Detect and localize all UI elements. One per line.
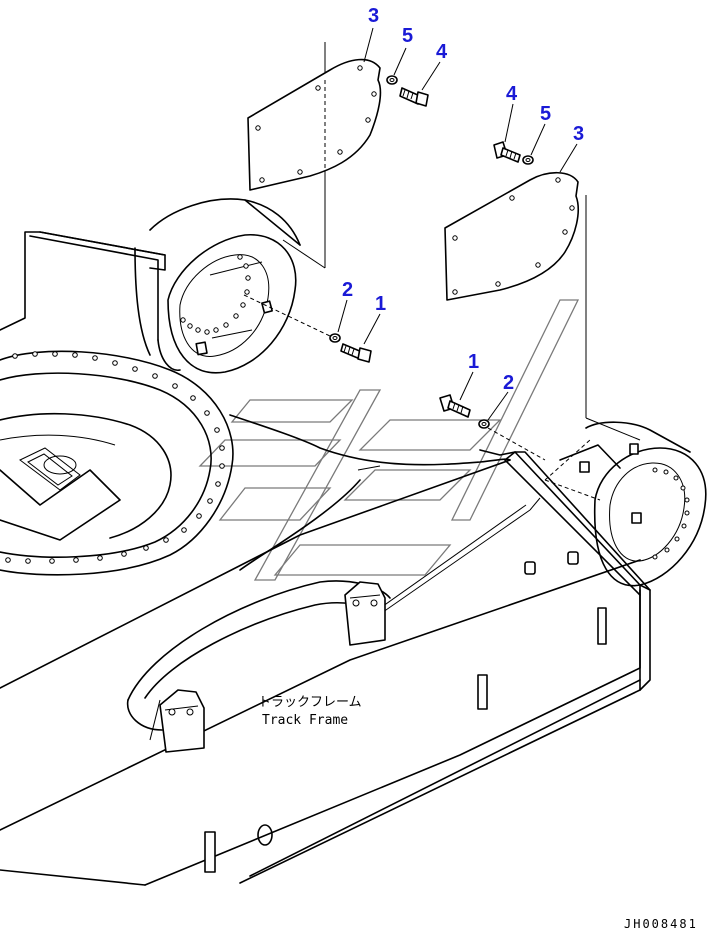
washer-left xyxy=(329,333,341,343)
caption-english: Track Frame xyxy=(262,713,348,728)
callout-washer-top: 5 xyxy=(402,25,413,47)
callout-bolt-top: 4 xyxy=(436,41,448,63)
callout-washer-center: 2 xyxy=(503,372,514,394)
track-frame xyxy=(0,42,707,886)
cover-plate-right xyxy=(444,171,580,301)
callout-bolt-right: 4 xyxy=(506,83,518,105)
cover-plate-top xyxy=(247,58,382,191)
washer-center xyxy=(478,419,490,429)
callout-cover-right: 3 xyxy=(573,123,584,145)
left-tube-hole-ring xyxy=(180,254,251,335)
swing-circle-hole-ring xyxy=(5,351,225,564)
watermark-logo xyxy=(198,299,580,581)
callout-bolt-left: 1 xyxy=(375,293,386,315)
leader-lines xyxy=(337,27,578,421)
bolt-top xyxy=(399,87,429,107)
caption-japanese: トラックフレーム xyxy=(258,695,362,710)
document-id: JH008481 xyxy=(624,917,698,931)
bolt-center xyxy=(439,394,471,418)
mounting-block-lower xyxy=(159,689,205,753)
callout-washer-right: 5 xyxy=(540,103,551,125)
callout-washer-left: 2 xyxy=(342,279,353,301)
callout-bolt-center: 1 xyxy=(468,351,479,373)
washer-right xyxy=(522,155,534,165)
washer-top xyxy=(386,75,398,85)
right-tube-hole-ring xyxy=(652,467,690,560)
bolt-left xyxy=(340,343,372,363)
mounting-block-upper xyxy=(344,581,386,646)
bolt-right xyxy=(493,141,521,163)
callout-cover-top: 3 xyxy=(368,5,379,27)
